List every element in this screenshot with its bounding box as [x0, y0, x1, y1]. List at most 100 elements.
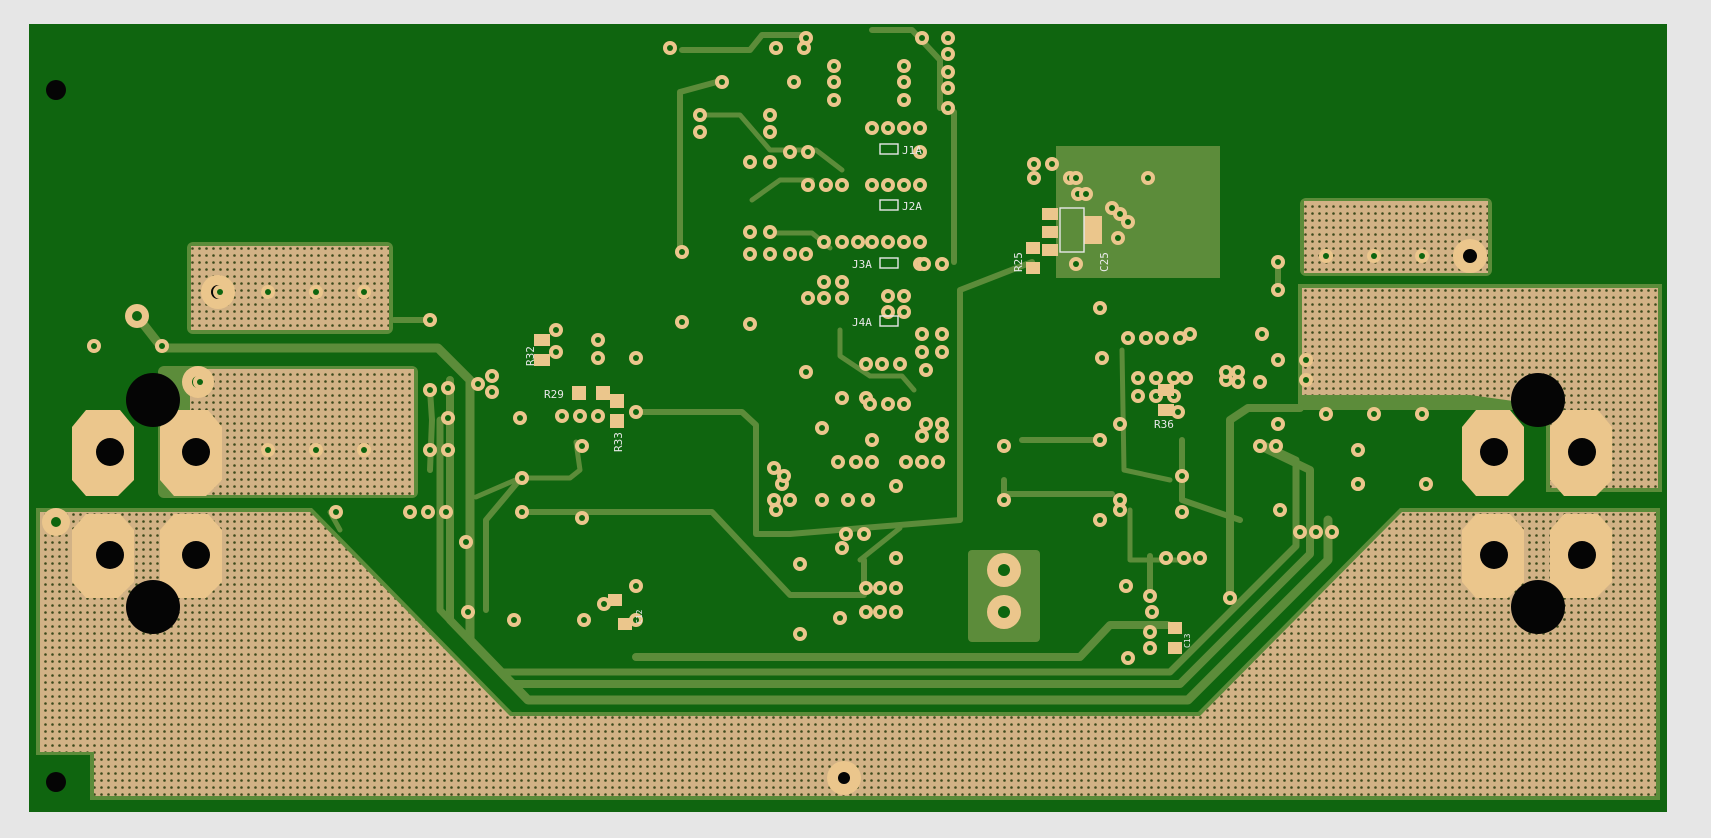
via-hole [313, 447, 319, 453]
via-hole [805, 182, 811, 188]
via-hole [797, 561, 803, 567]
via-hole [1323, 411, 1329, 417]
via-hole [1303, 357, 1309, 363]
via-hole [945, 85, 951, 91]
via-hole [879, 361, 885, 367]
via-hole [823, 182, 829, 188]
via-hole [667, 45, 673, 51]
via-hole [919, 35, 925, 41]
via-hole [901, 79, 907, 85]
label-r29: R29 [544, 388, 564, 401]
via-hole [559, 413, 565, 419]
via-hole [91, 343, 97, 349]
via-hole [767, 229, 773, 235]
label-c13: C13 [1183, 633, 1192, 648]
via-hole [633, 409, 639, 415]
via-hole [1227, 595, 1233, 601]
via-hole [747, 159, 753, 165]
via-hole [839, 279, 845, 285]
via-hole [313, 289, 319, 295]
via-hole [919, 349, 925, 355]
label-c12: C12 [635, 609, 644, 624]
via-hole [855, 239, 861, 245]
via-hole [1145, 175, 1151, 181]
via-hole [939, 261, 945, 267]
via-hole [1257, 379, 1263, 385]
via-hole [519, 475, 525, 481]
copper-zone-mid-left [158, 366, 418, 498]
via-hole [831, 97, 837, 103]
via-hole [595, 413, 601, 419]
via-hole [1355, 481, 1361, 487]
via-hole [773, 507, 779, 513]
via-hole [839, 295, 845, 301]
via-hole [747, 321, 753, 327]
via-hole [1355, 447, 1361, 453]
via-hole [767, 129, 773, 135]
label-j2a: J2A [902, 200, 922, 213]
via-hole [1073, 175, 1079, 181]
via-hole [633, 583, 639, 589]
via-hole [1179, 473, 1185, 479]
via-hole [1235, 379, 1241, 385]
via-hole [805, 295, 811, 301]
via-hole [595, 355, 601, 361]
via-hole [1125, 219, 1131, 225]
via-hole [917, 125, 923, 131]
via-hole [1031, 161, 1037, 167]
via-hole [901, 401, 907, 407]
via-hole [901, 239, 907, 245]
via-hole [919, 331, 925, 337]
via-hole [579, 515, 585, 521]
via-hole [803, 35, 809, 41]
via-hole [901, 125, 907, 131]
via-hole [1181, 555, 1187, 561]
via-hole [1171, 375, 1177, 381]
via-hole [869, 125, 875, 131]
via-hole [427, 317, 433, 323]
via-hole [1159, 335, 1165, 341]
via-hole [443, 509, 449, 515]
via-hole [1187, 331, 1193, 337]
via-hole [901, 309, 907, 315]
via-hole [697, 112, 703, 118]
via-hole [917, 149, 923, 155]
via-hole [1423, 481, 1429, 487]
via-hole [919, 433, 925, 439]
via-hole [361, 289, 367, 295]
via-hole [945, 35, 951, 41]
via-hole [1135, 393, 1141, 399]
via-hole [893, 555, 899, 561]
via-hole [1143, 335, 1149, 341]
via-hole [1125, 655, 1131, 661]
via-hole [869, 437, 875, 443]
via-hole [1275, 357, 1281, 363]
via-hole [1109, 205, 1115, 211]
via-hole [945, 105, 951, 111]
via-hole [885, 239, 891, 245]
via-hole [843, 531, 849, 537]
via-hole [773, 45, 779, 51]
via-hole [427, 447, 433, 453]
via-hole [489, 389, 495, 395]
via-hole [863, 361, 869, 367]
via-hole [821, 279, 827, 285]
via-hole [787, 497, 793, 503]
via-hole [747, 251, 753, 257]
via-hole [159, 343, 165, 349]
smd-pads [534, 208, 1182, 654]
via-hole [831, 79, 837, 85]
via-hole [1197, 555, 1203, 561]
via-hole [803, 251, 809, 257]
via-hole [945, 69, 951, 75]
via-hole [1117, 507, 1123, 513]
via-hole [1097, 305, 1103, 311]
power-pads-right [827, 239, 1612, 795]
via-hole [1147, 593, 1153, 599]
via-pads [87, 31, 1433, 665]
via-hole [819, 425, 825, 431]
via-hole [1125, 335, 1131, 341]
via-hole [1329, 529, 1335, 535]
traces [132, 27, 1333, 705]
